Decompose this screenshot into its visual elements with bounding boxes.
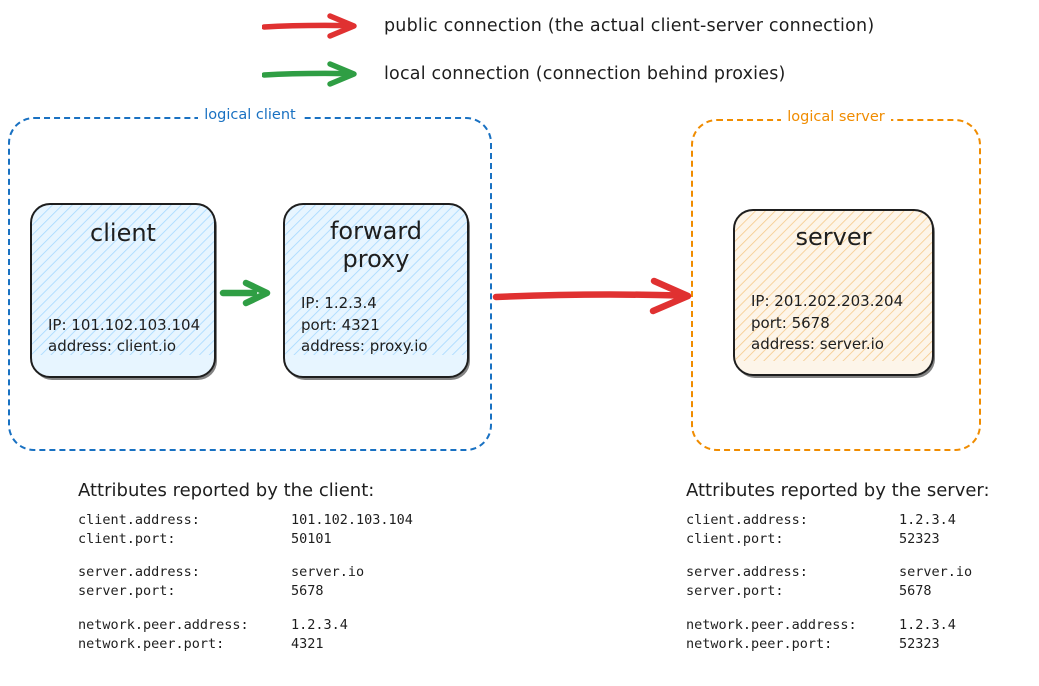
- attr-value: 1.2.3.4: [899, 616, 956, 633]
- attr-value: 52323: [899, 531, 940, 548]
- node-server-title: server: [795, 223, 872, 251]
- logical-client-label: logical client: [198, 107, 302, 123]
- logical-server-label: logical server: [781, 109, 891, 125]
- attr-group: server.address: server.io server.port: 5…: [78, 563, 508, 601]
- attr-row: server.port: 5678: [78, 582, 508, 601]
- legend-item-public: public connection (the actual client-ser…: [262, 12, 874, 40]
- logical-server-group: logical server: [691, 109, 981, 451]
- attr-key: server.port:: [78, 583, 176, 600]
- attr-key: client.port:: [686, 531, 784, 548]
- attr-group: network.peer.address: 1.2.3.4 network.pe…: [686, 616, 1039, 654]
- attr-value: server.io: [291, 564, 365, 581]
- attributes-server-heading: Attributes reported by the server:: [686, 480, 990, 501]
- attr-key: client.port:: [78, 531, 176, 548]
- node-client-prop-ip: IP: 101.102.103.104: [48, 315, 201, 334]
- attr-group: client.address: 1.2.3.4 client.port: 523…: [686, 511, 1039, 549]
- attr-row: server.port: 5678: [686, 582, 1039, 601]
- attributes-reported-by-server: Attributes reported by the server: clien…: [686, 480, 1039, 654]
- node-server-prop-port: port: 5678: [751, 313, 830, 332]
- attr-row: network.peer.address: 1.2.3.4: [686, 616, 1039, 635]
- node-client-title: client: [90, 219, 156, 247]
- attr-value: 5678: [291, 583, 324, 600]
- attr-row: client.port: 50101: [78, 530, 508, 549]
- node-client[interactable]: client IP: 101.102.103.104 address: clie…: [30, 203, 216, 378]
- node-proxy-prop-port: port: 4321: [301, 315, 380, 334]
- attr-value: server.io: [899, 564, 973, 581]
- local-connection-arrow: [219, 279, 271, 307]
- attr-group: network.peer.address: 1.2.3.4 network.pe…: [78, 616, 508, 654]
- attributes-reported-by-client: Attributes reported by the client: clien…: [78, 480, 508, 654]
- attr-key: network.peer.address:: [78, 616, 249, 633]
- attr-row: server.address: server.io: [686, 563, 1039, 582]
- attr-group: client.address: 101.102.103.104 client.p…: [78, 511, 508, 549]
- attr-key: client.address:: [78, 512, 200, 528]
- red-arrow-icon: [262, 13, 357, 39]
- attr-group: server.address: server.io server.port: 5…: [686, 563, 1039, 601]
- legend: public connection (the actual client-ser…: [0, 0, 1039, 100]
- attr-row: network.peer.address: 1.2.3.4: [78, 616, 508, 635]
- attr-key: network.peer.port:: [686, 635, 833, 652]
- attr-value: 1.2.3.4: [899, 512, 956, 528]
- node-proxy-props: IP: 1.2.3.4 port: 4321 address: proxy.io: [301, 293, 451, 358]
- green-arrow-icon: [262, 61, 357, 87]
- attr-key: server.port:: [686, 583, 784, 600]
- attr-value: 1.2.3.4: [291, 616, 348, 633]
- attr-key: client.address:: [686, 512, 808, 528]
- attr-value: 5678: [899, 583, 932, 600]
- attr-value: 101.102.103.104: [291, 512, 413, 528]
- attr-value: 50101: [291, 531, 332, 548]
- attr-key: server.address:: [78, 564, 200, 581]
- node-proxy-title: forward proxy: [329, 217, 422, 274]
- node-client-props: IP: 101.102.103.104 address: client.io: [48, 315, 201, 359]
- attr-row: network.peer.port: 4321: [78, 635, 508, 654]
- legend-label-local: local connection (connection behind prox…: [384, 64, 786, 84]
- node-proxy-prop-ip: IP: 1.2.3.4: [301, 293, 377, 312]
- legend-label-public: public connection (the actual client-ser…: [384, 16, 875, 36]
- node-server-props: IP: 201.202.203.204 port: 5678 address: …: [751, 291, 916, 356]
- attr-key: network.peer.address:: [686, 616, 857, 633]
- node-server[interactable]: server IP: 201.202.203.204 port: 5678 ad…: [733, 209, 934, 376]
- node-forward-proxy[interactable]: forward proxy IP: 1.2.3.4 port: 4321 add…: [283, 203, 469, 378]
- attr-value: 4321: [291, 635, 324, 652]
- attr-row: client.address: 101.102.103.104: [78, 511, 508, 530]
- node-proxy-prop-address: address: proxy.io: [301, 337, 428, 356]
- node-client-prop-address: address: client.io: [48, 337, 177, 356]
- logical-client-group: logical client: [8, 107, 492, 451]
- attr-row: network.peer.port: 52323: [686, 635, 1039, 654]
- attr-row: server.address: server.io: [78, 563, 508, 582]
- node-server-prop-address: address: server.io: [751, 335, 884, 354]
- node-server-prop-ip: IP: 201.202.203.204: [751, 291, 904, 310]
- attr-row: client.port: 52323: [686, 530, 1039, 549]
- legend-item-local: local connection (connection behind prox…: [262, 60, 786, 88]
- attr-key: server.address:: [686, 564, 808, 581]
- attr-key: network.peer.port:: [78, 635, 225, 652]
- attributes-client-heading: Attributes reported by the client:: [78, 480, 375, 501]
- attr-row: client.address: 1.2.3.4: [686, 511, 1039, 530]
- attr-value: 52323: [899, 635, 940, 652]
- public-connection-arrow: [492, 277, 692, 315]
